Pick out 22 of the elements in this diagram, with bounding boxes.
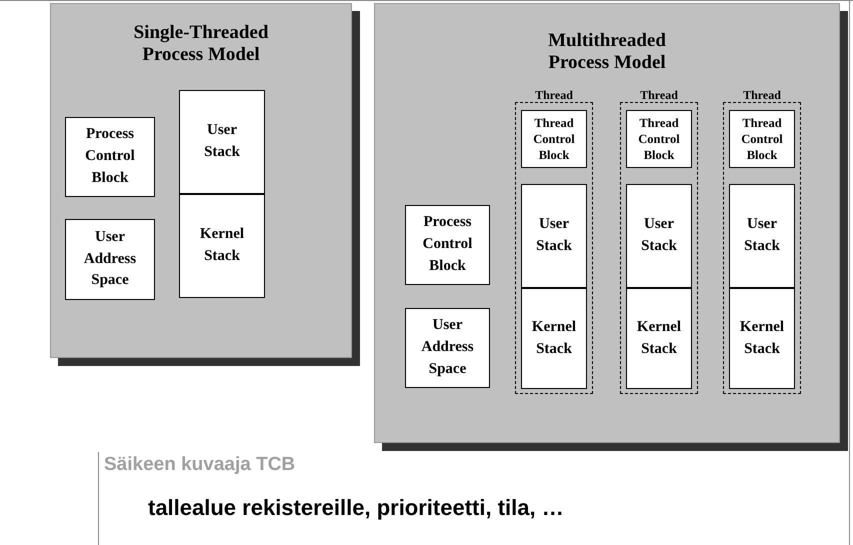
memory-block: Kernel Stack xyxy=(729,288,795,389)
panel-title: Multithreaded Process Model xyxy=(547,30,667,74)
memory-block: User Address Space xyxy=(65,219,155,300)
control-block: Thread Control Block xyxy=(626,110,692,168)
memory-block: Kernel Stack xyxy=(626,288,692,389)
control-block: Thread Control Block xyxy=(729,110,795,168)
memory-block: Process Control Block xyxy=(65,117,155,197)
note-text: Säikeen kuvaaja TCB xyxy=(104,454,296,476)
thread-label: Thread xyxy=(742,89,782,101)
memory-block: User Stack xyxy=(179,90,265,194)
thread-label: Thread xyxy=(639,89,679,101)
memory-block: User Stack xyxy=(521,184,587,288)
panel-title: Single-Threaded Process Model xyxy=(132,22,270,66)
memory-block: User Stack xyxy=(729,184,795,288)
note-text: tallealue rekistereille, prioriteetti, tila, … xyxy=(148,495,564,521)
control-block: Thread Control Block xyxy=(521,110,587,168)
memory-block: User Stack xyxy=(626,184,692,288)
memory-block: Kernel Stack xyxy=(179,194,265,298)
memory-block: User Address Space xyxy=(405,308,490,388)
memory-block: Process Control Block xyxy=(405,205,490,285)
thread-label: Thread xyxy=(534,89,574,101)
memory-block: Kernel Stack xyxy=(521,288,587,389)
